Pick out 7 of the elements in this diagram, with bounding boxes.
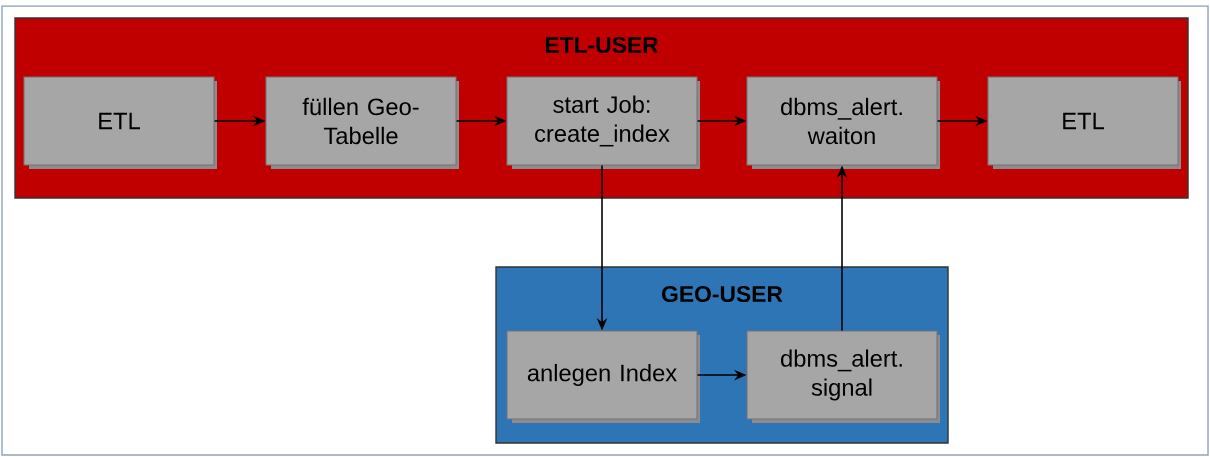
process-box: anlegen Index xyxy=(506,330,700,423)
process-box: dbms_alert. signal xyxy=(746,330,940,423)
process-box: start Job: create_index xyxy=(506,76,700,169)
process-box: ETL xyxy=(23,76,217,169)
process-box: ETL xyxy=(987,76,1181,169)
process-box: füllen Geo-Tabelle xyxy=(265,76,459,169)
process-box: dbms_alert. waiton xyxy=(746,76,940,169)
